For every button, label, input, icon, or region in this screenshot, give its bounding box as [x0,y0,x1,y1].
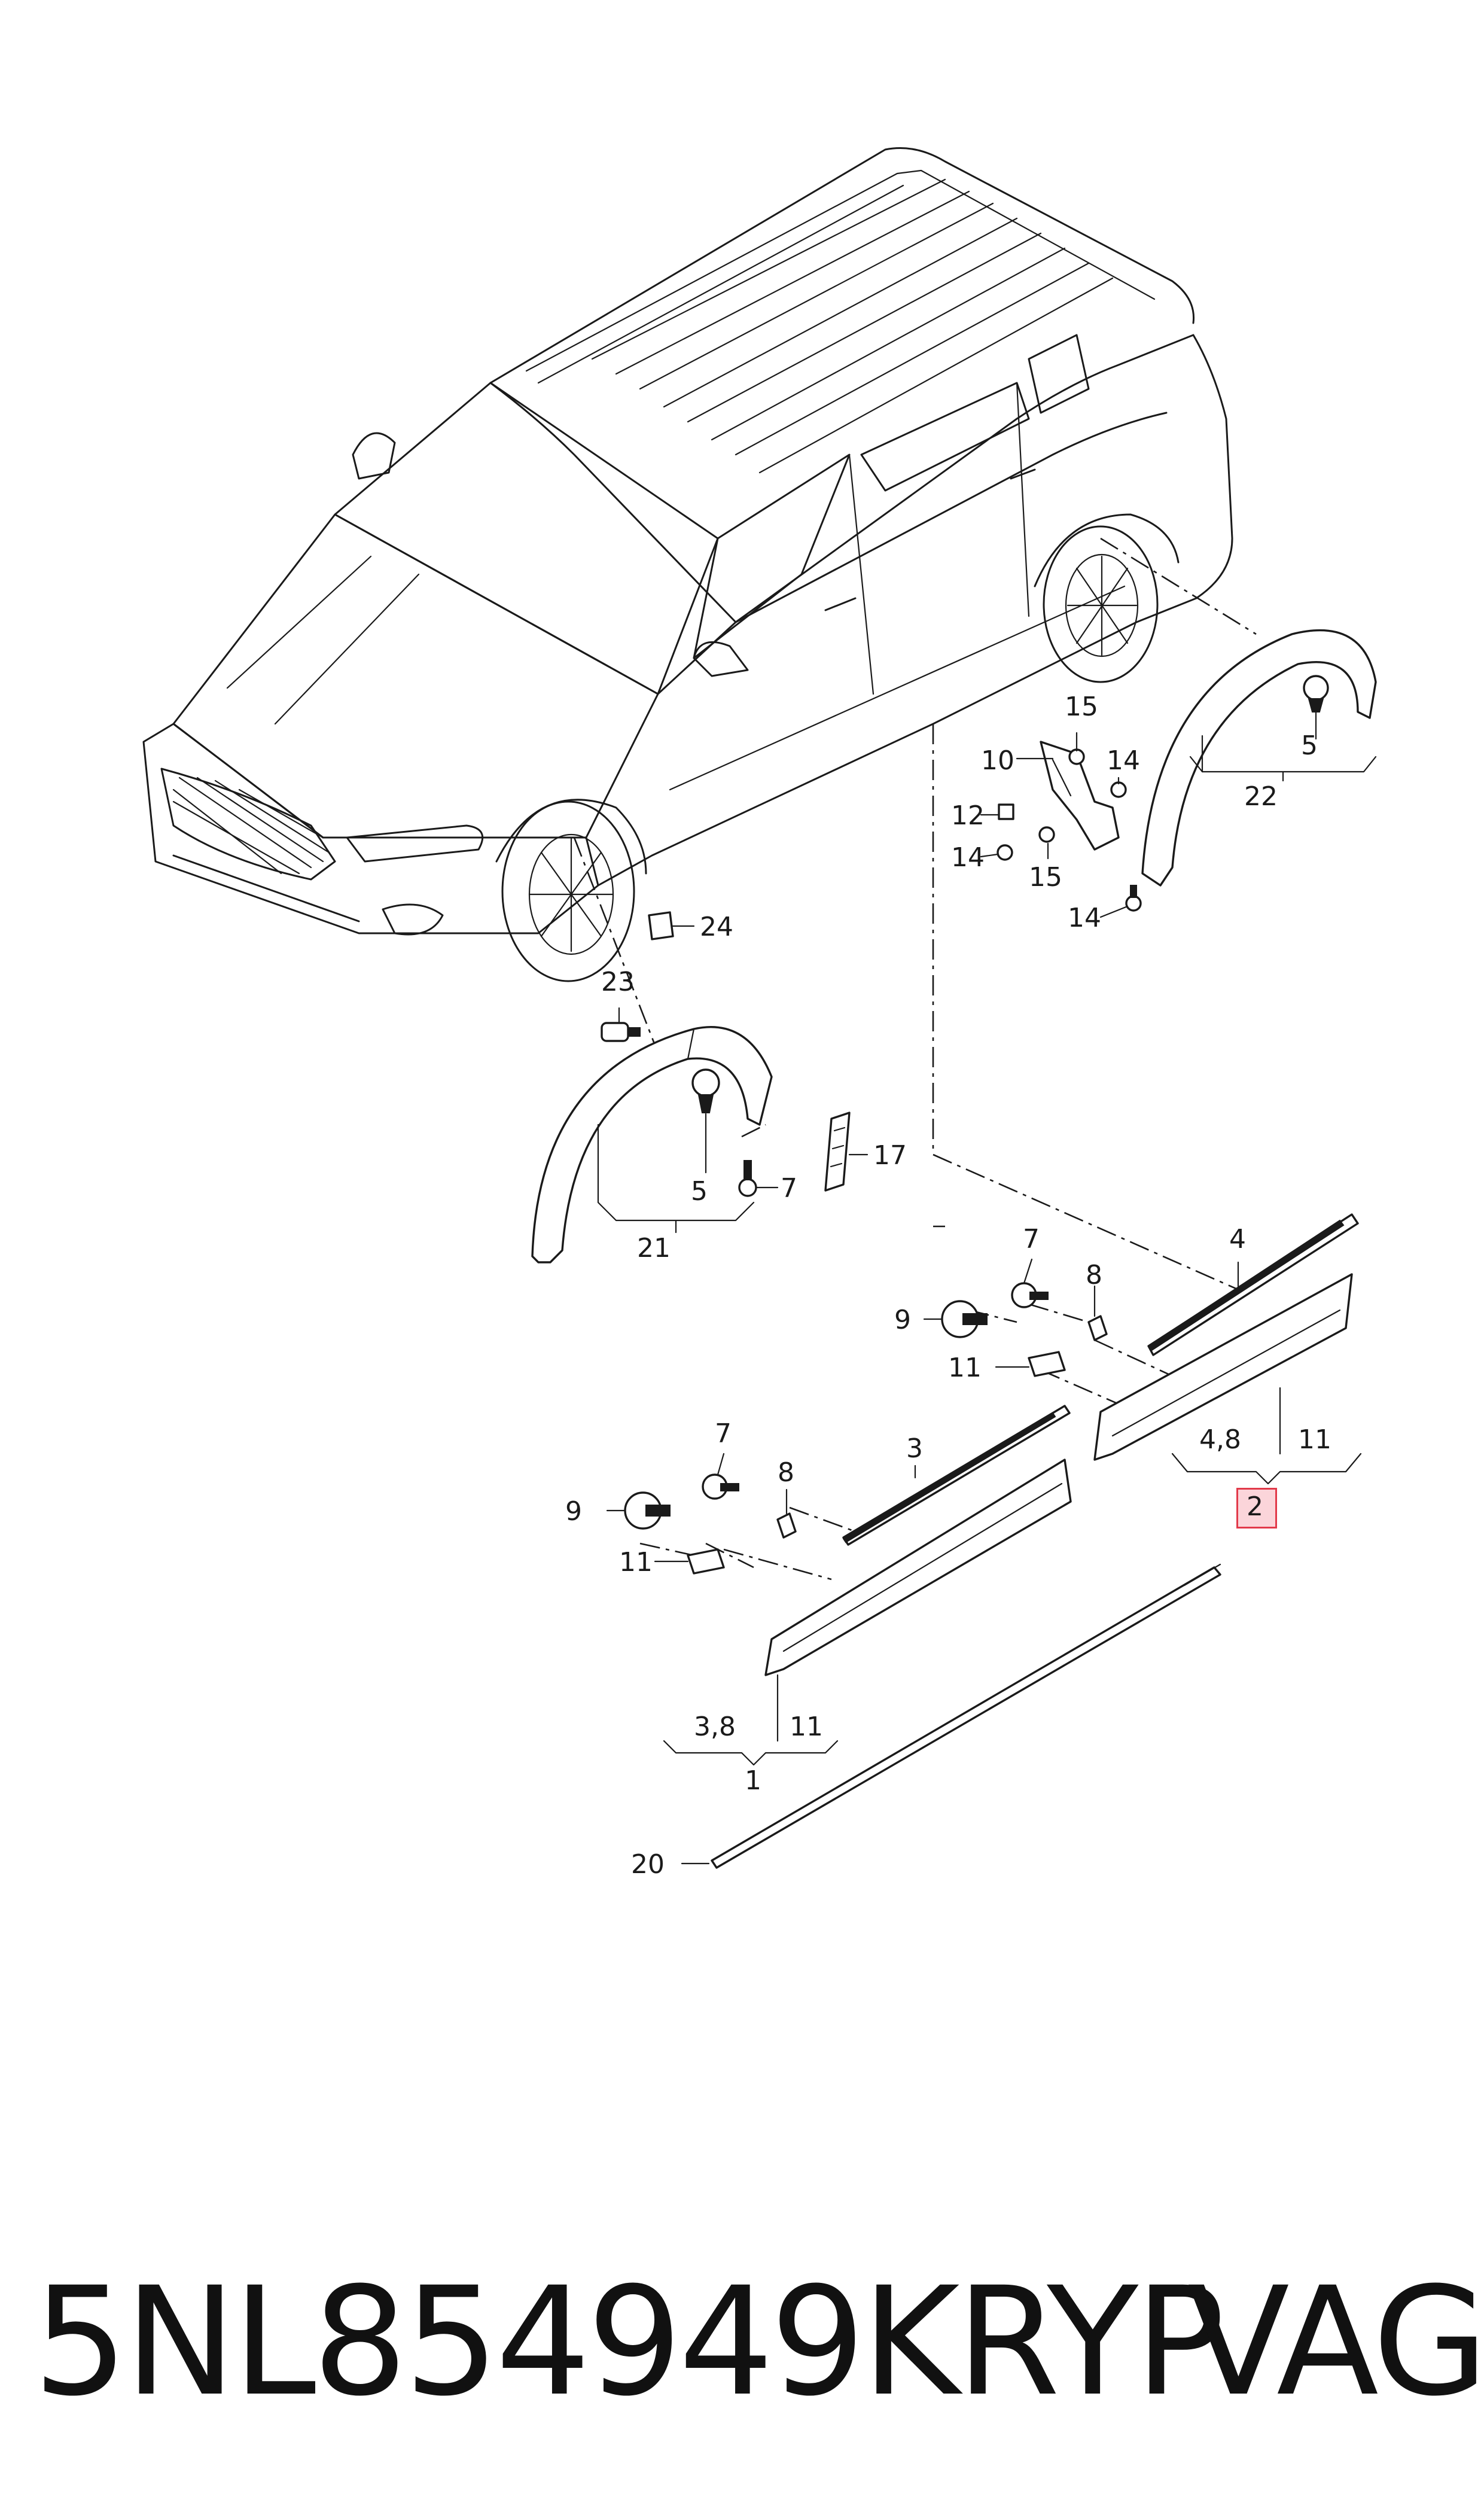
callout-15: 15 [1029,862,1062,893]
callout-21: 21 [637,1233,671,1263]
callout-22: 22 [1244,781,1278,812]
callout-4-8: 4,8 [1199,1424,1241,1455]
rear-wheel-arch-trim [1141,629,1377,887]
callout-11: 11 [948,1353,982,1383]
callout-5: 5 [1301,730,1318,761]
molding-3 [842,1405,1071,1546]
rear-sill-panel [1093,1273,1353,1461]
callout-4: 4 [1229,1224,1246,1255]
fasteners-lower [624,1473,797,1575]
callout-10: 10 [981,745,1014,776]
callout-9: 9 [565,1496,582,1527]
callout-1: 1 [745,1765,761,1796]
callout-3-8: 3,8 [694,1712,736,1742]
brand-label: VAG [1187,2255,1484,2429]
bracket-17 [824,1112,851,1192]
callout-11: 11 [1298,1424,1331,1455]
front-wheel-arch-trim [531,1026,773,1263]
callout-8: 8 [1086,1260,1102,1290]
callout-7: 7 [715,1418,732,1449]
highlight-box [1236,1488,1277,1529]
callout-14: 14 [1068,903,1101,933]
callout-14: 14 [1107,745,1140,776]
molding-4 [1147,1213,1359,1356]
callout-7: 7 [781,1173,797,1204]
clip-24 [648,911,674,940]
callout-leaders [597,711,1377,1865]
callout-17: 17 [873,1140,907,1171]
callout-9: 9 [894,1305,911,1335]
callout-5: 5 [691,1176,708,1207]
callout-20: 20 [631,1849,665,1880]
callout-14: 14 [951,842,985,873]
callout-3: 3 [906,1433,923,1464]
callout-11: 11 [619,1547,653,1578]
callout-11: 11 [790,1712,823,1742]
strip-20 [711,1563,1221,1869]
callout-12: 12 [951,800,985,831]
screw-7-front [738,1160,757,1197]
part-number: 5NL854949KRYP [33,2255,1225,2429]
bracket-10 [997,741,1142,912]
callout-7: 7 [1023,1224,1040,1255]
front-sill-panel [764,1459,1072,1676]
car-illustration [142,147,1233,982]
callout-2[interactable]: 2 [1247,1491,1263,1522]
fasteners-upper [941,1282,1108,1377]
callout-15: 15 [1065,692,1098,722]
callout-8: 8 [778,1457,794,1488]
callout-23: 23 [601,967,635,997]
pin-23 [601,1022,641,1042]
callout-24: 24 [700,912,733,942]
